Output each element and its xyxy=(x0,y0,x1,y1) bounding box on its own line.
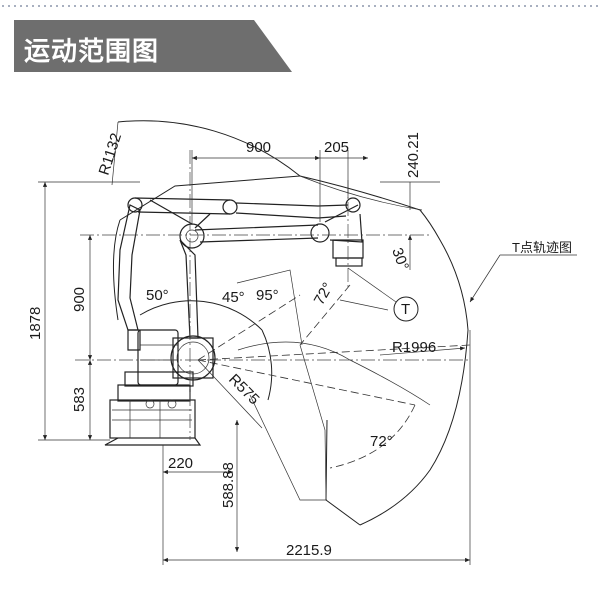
dim-r575: R575 xyxy=(225,371,262,408)
tcp-marker xyxy=(347,267,419,322)
robot-base xyxy=(104,371,202,446)
dimension-labels: 900 205 240.21 R1132 1878 900 583 50° 45… xyxy=(27,131,572,559)
motion-range-drawing: 900 205 240.21 R1132 1878 900 583 50° 45… xyxy=(27,120,577,565)
angle-50: 50° xyxy=(146,287,169,304)
angle-72-bottom: 72° xyxy=(370,433,393,450)
dim-220: 220 xyxy=(168,455,193,472)
dim-240-21: 240.21 xyxy=(405,132,422,178)
work-envelope xyxy=(112,120,469,526)
page-title: 运动范围图 xyxy=(24,37,160,67)
tcp-marker-label: T xyxy=(401,301,410,318)
dim-r1996: R1996 xyxy=(392,339,436,356)
center-lines xyxy=(75,150,470,440)
top-dotted-border xyxy=(0,0,600,12)
dim-583: 583 xyxy=(71,387,88,412)
dim-r1132: R1132 xyxy=(96,131,125,177)
angle-95: 95° xyxy=(256,287,279,304)
dimension-lines xyxy=(38,121,577,565)
angle-30: 30° xyxy=(388,246,412,273)
robot-arms xyxy=(117,197,364,339)
dim-900-horizontal: 900 xyxy=(246,139,271,156)
title-banner xyxy=(14,20,292,72)
angle-45: 45° xyxy=(222,289,245,306)
dim-588-88: 588.88 xyxy=(220,462,237,508)
dim-205: 205 xyxy=(324,139,349,156)
trajectory-label: T点轨迹图 xyxy=(512,240,572,255)
dim-1878: 1878 xyxy=(27,307,44,340)
angle-72-top: 72° xyxy=(311,280,337,308)
dim-900-vertical: 900 xyxy=(71,287,88,312)
dim-2215-9: 2215.9 xyxy=(286,542,332,559)
radius-arcs xyxy=(139,284,471,469)
